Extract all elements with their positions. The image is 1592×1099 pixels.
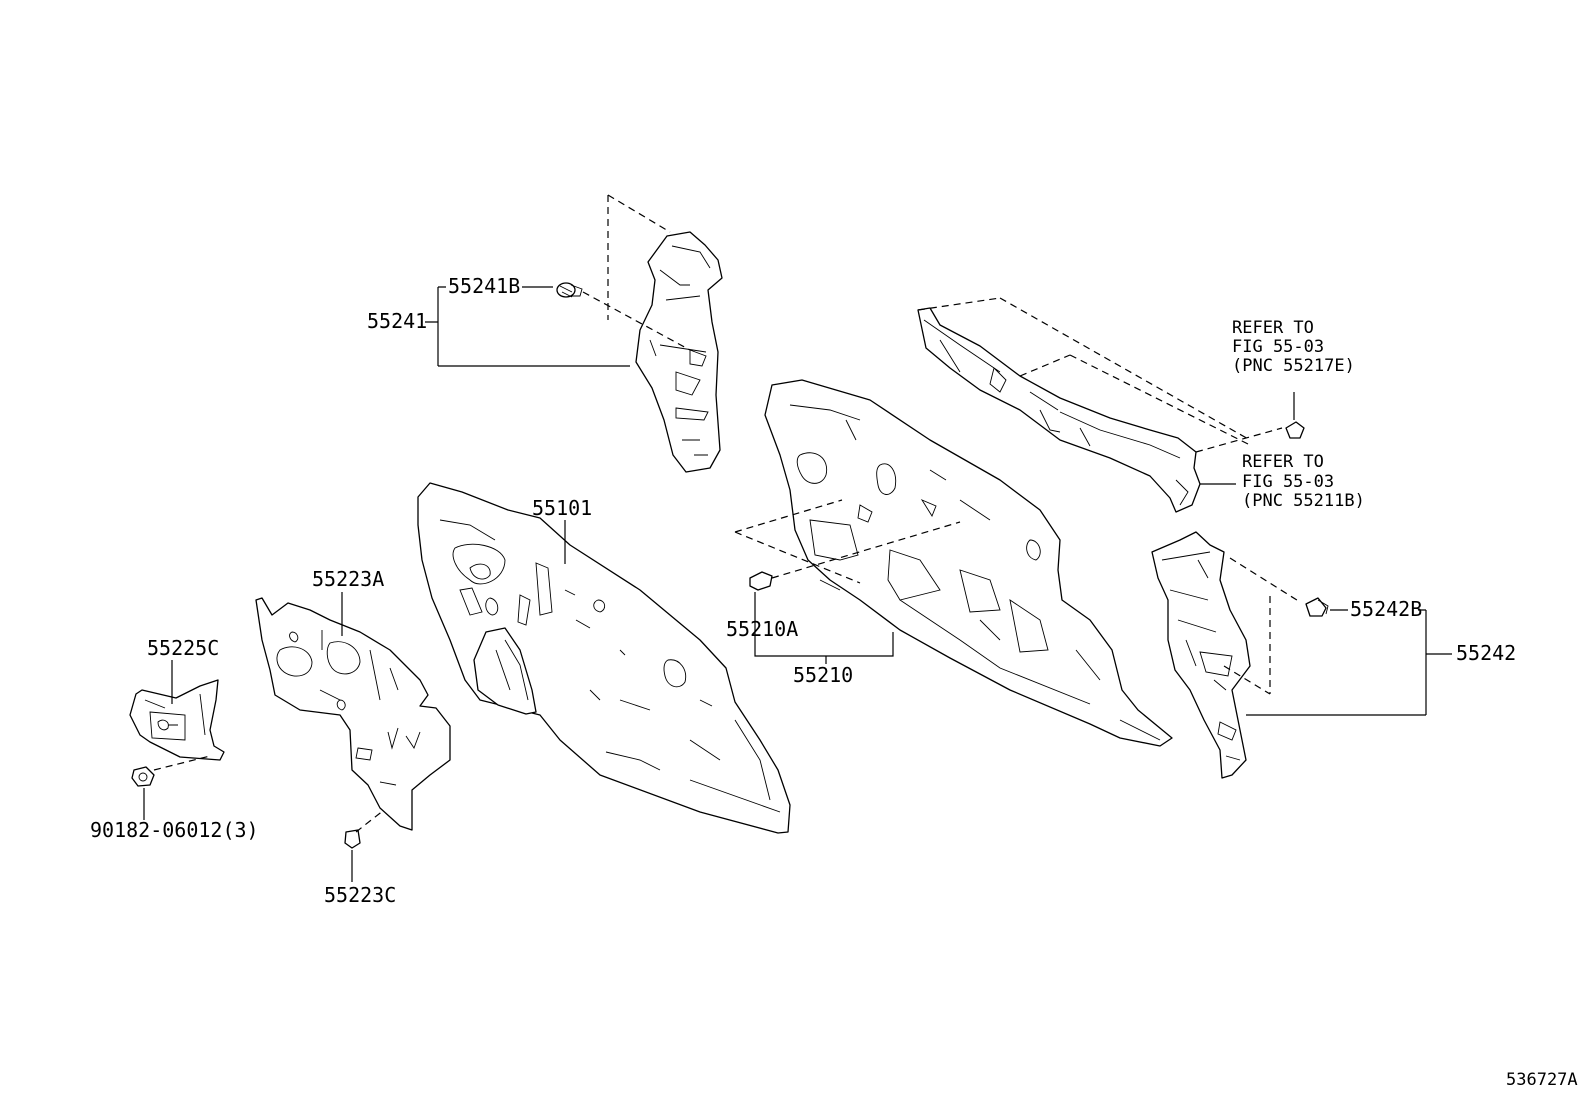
svg-text:FIG 55-03: FIG 55-03 [1232, 337, 1324, 357]
part-55210-insulator [764, 379, 1173, 747]
clip-55241B [556, 282, 583, 298]
label-55210A: 55210A [726, 617, 798, 641]
label-55225C: 55225C [147, 636, 219, 660]
label-90182-06012: 90182-06012(3) [90, 818, 259, 842]
label-55241: 55241 [367, 309, 427, 333]
refer-note-55211B: REFER TO FIG 55-03 (PNC 55211B) [1242, 452, 1365, 511]
svg-text:(PNC 55217E): (PNC 55217E) [1232, 356, 1355, 376]
diagram-id: 536727A [1506, 1070, 1578, 1090]
nut-90182-06012 [131, 766, 155, 787]
clip-55223C [344, 829, 361, 849]
svg-text:FIG 55-03: FIG 55-03 [1242, 472, 1334, 492]
svg-text:REFER TO: REFER TO [1242, 452, 1324, 472]
svg-text:(PNC 55211B): (PNC 55211B) [1242, 491, 1365, 511]
label-55223C: 55223C [324, 883, 396, 907]
label-55210: 55210 [793, 663, 853, 687]
part-55242-insulator [1151, 531, 1251, 779]
clip-55242B [1305, 597, 1329, 617]
bolt-55217E [1285, 421, 1305, 439]
label-55241B: 55241B [448, 274, 520, 298]
part-55241-insulator [635, 231, 723, 473]
svg-text:REFER TO: REFER TO [1232, 318, 1314, 338]
part-55101-dash-panel [417, 482, 791, 834]
part-55223A-insulator [255, 597, 451, 831]
label-55242B: 55242B [1350, 597, 1422, 621]
label-55223A: 55223A [312, 567, 384, 591]
part-cowl-panel [917, 307, 1201, 513]
part-55225C-cover [129, 679, 225, 761]
refer-note-55217E: REFER TO FIG 55-03 (PNC 55217E) [1232, 318, 1355, 376]
label-55242: 55242 [1456, 641, 1516, 665]
label-55101: 55101 [532, 496, 592, 520]
clip-55210A [749, 571, 773, 591]
